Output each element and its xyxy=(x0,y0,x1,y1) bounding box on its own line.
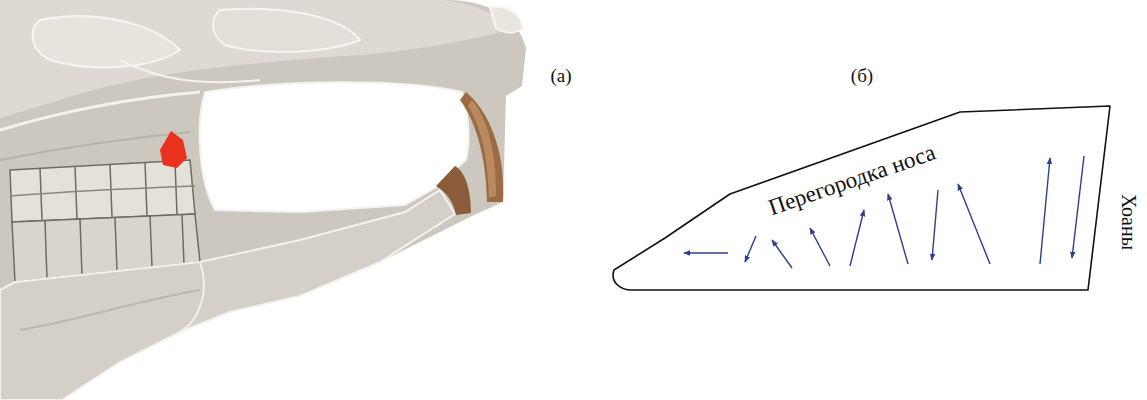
marked-region xyxy=(160,131,187,168)
panel-letter: (а) xyxy=(550,66,571,87)
structure-label: Перегородка носа xyxy=(765,140,939,221)
skull-drawing xyxy=(0,0,526,400)
panel-letter: (б) xyxy=(851,66,873,87)
septum-outline: Перегородка носа xyxy=(600,100,1120,300)
structure-label: Хоаны xyxy=(1118,194,1140,250)
septum-shape xyxy=(600,100,1120,300)
